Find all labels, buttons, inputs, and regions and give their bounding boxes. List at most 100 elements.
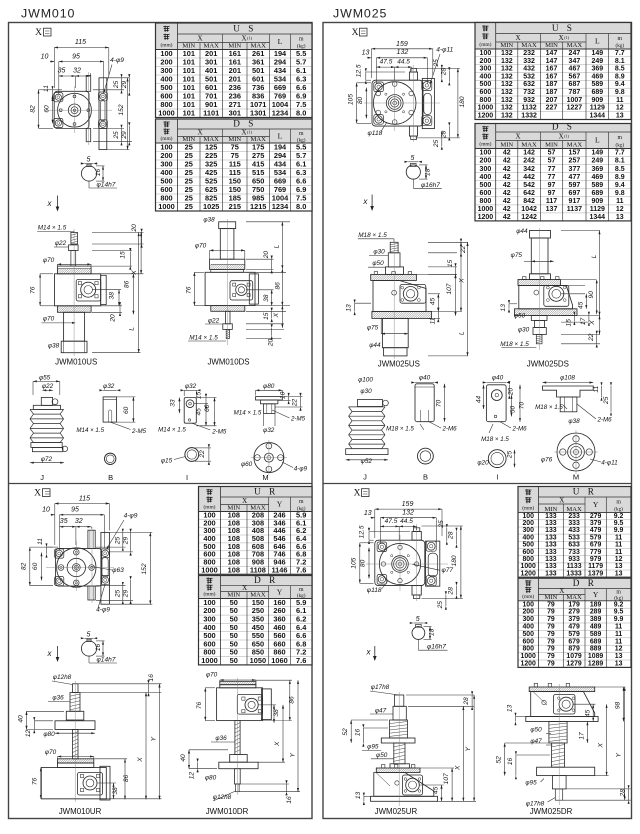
svg-text:97: 97	[548, 190, 556, 197]
svg-text:12.5: 12.5	[359, 525, 366, 538]
svg-text:11: 11	[615, 549, 622, 556]
svg-text:φ17h8: φ17h8	[371, 684, 390, 691]
svg-text:97: 97	[548, 182, 556, 189]
svg-text:Y: Y	[277, 588, 283, 597]
svg-text:600: 600	[480, 190, 492, 197]
svg-text:107: 107	[446, 283, 453, 294]
svg-text:φ70: φ70	[43, 316, 55, 323]
svg-text:7.7: 7.7	[615, 150, 625, 157]
svg-text:M14 × 1.5: M14 × 1.5	[158, 426, 186, 433]
svg-text:5: 5	[416, 616, 420, 623]
svg-text:φ40: φ40	[419, 375, 431, 382]
svg-text:500: 500	[480, 182, 492, 189]
svg-text:29: 29	[122, 590, 129, 599]
svg-text:800: 800	[522, 646, 534, 653]
svg-text:J: J	[363, 473, 367, 482]
svg-text:477: 477	[569, 174, 581, 181]
svg-text:76: 76	[32, 778, 39, 786]
svg-text:1242: 1242	[521, 214, 537, 221]
svg-text:35: 35	[60, 518, 68, 525]
svg-text:Y: Y	[277, 500, 283, 509]
svg-text:50: 50	[230, 656, 238, 665]
svg-text:X: X	[197, 129, 202, 137]
svg-text:77: 77	[548, 166, 556, 173]
svg-text:11: 11	[615, 624, 622, 631]
svg-text:1234: 1234	[272, 109, 289, 118]
svg-text:279: 279	[568, 609, 580, 616]
svg-text:12: 12	[25, 730, 32, 738]
svg-text:1000: 1000	[201, 565, 217, 574]
svg-text:389: 389	[590, 616, 602, 623]
svg-text:JWM010US: JWM010US	[55, 358, 97, 367]
svg-text:X: X	[559, 587, 564, 595]
svg-text:82: 82	[30, 105, 37, 113]
svg-text:687: 687	[569, 81, 581, 88]
svg-text:8.1: 8.1	[615, 58, 625, 65]
svg-text:MIN: MIN	[500, 42, 513, 49]
svg-text:φ30: φ30	[360, 388, 372, 395]
svg-text:φ95: φ95	[525, 780, 537, 787]
svg-text:MIN: MIN	[545, 142, 558, 149]
svg-text:MAX: MAX	[521, 42, 537, 49]
svg-text:φ44: φ44	[516, 228, 528, 235]
svg-text:29: 29	[122, 537, 129, 546]
svg-text:φ16h7: φ16h7	[421, 182, 440, 189]
svg-text:1179: 1179	[588, 563, 603, 570]
svg-text:180: 180	[459, 96, 466, 107]
svg-text:2-M5: 2-M5	[211, 428, 227, 435]
svg-text:1379: 1379	[588, 570, 603, 577]
svg-text:13: 13	[355, 792, 362, 800]
svg-text:207: 207	[546, 97, 558, 104]
svg-text:137: 137	[546, 206, 558, 213]
svg-text:φ52: φ52	[361, 458, 373, 465]
svg-text:133: 133	[545, 549, 557, 556]
svg-text:MAX: MAX	[566, 506, 582, 513]
svg-text:Y: Y	[616, 752, 623, 757]
svg-text:79: 79	[547, 624, 555, 631]
svg-text:38: 38	[263, 294, 270, 302]
svg-text:Y: Y	[151, 736, 158, 741]
svg-text:600: 600	[480, 89, 492, 96]
svg-text:25: 25	[115, 537, 122, 546]
svg-text:879: 879	[568, 646, 580, 653]
svg-text:79: 79	[547, 601, 555, 608]
svg-text:m: m	[616, 500, 621, 506]
svg-text:φ72: φ72	[41, 456, 53, 463]
svg-text:12.5: 12.5	[356, 64, 363, 77]
svg-text:17: 17	[580, 318, 587, 326]
svg-text:25: 25	[185, 202, 193, 211]
svg-text:m: m	[299, 499, 304, 505]
svg-text:φ80: φ80	[205, 774, 217, 781]
svg-text:147: 147	[546, 58, 558, 65]
svg-text:I: I	[186, 473, 188, 482]
svg-text:φ36: φ36	[215, 735, 227, 742]
svg-text:1060: 1060	[271, 656, 287, 665]
svg-text:86: 86	[123, 775, 130, 783]
svg-text:M14 × 1.5: M14 × 1.5	[234, 409, 262, 416]
svg-text:249: 249	[591, 158, 603, 165]
svg-text:13: 13	[615, 653, 623, 660]
svg-text:φ75: φ75	[367, 324, 379, 331]
svg-text:44: 44	[476, 396, 483, 404]
svg-text:12: 12	[616, 105, 624, 112]
svg-text:86: 86	[288, 696, 295, 704]
svg-text:1129: 1129	[590, 105, 605, 112]
svg-text:45: 45	[429, 298, 436, 306]
svg-text:(1): (1)	[247, 129, 252, 134]
svg-text:M18 × 1.5: M18 × 1.5	[535, 404, 563, 411]
svg-text:φ70: φ70	[45, 749, 57, 756]
svg-text:8.1: 8.1	[615, 158, 625, 165]
svg-text:φ38: φ38	[568, 418, 580, 425]
svg-text:U S: U S	[552, 23, 575, 33]
svg-text:38: 38	[108, 292, 115, 300]
svg-text:369: 369	[591, 66, 603, 73]
svg-text:M: M	[262, 473, 268, 482]
svg-text:800: 800	[522, 556, 534, 563]
svg-text:10: 10	[41, 54, 49, 61]
svg-text:589: 589	[591, 81, 603, 88]
svg-text:φ63: φ63	[112, 567, 124, 574]
svg-text:X: X	[273, 312, 280, 318]
svg-text:100: 100	[522, 601, 534, 608]
svg-text:932: 932	[523, 97, 535, 104]
svg-text:542: 542	[523, 182, 535, 189]
